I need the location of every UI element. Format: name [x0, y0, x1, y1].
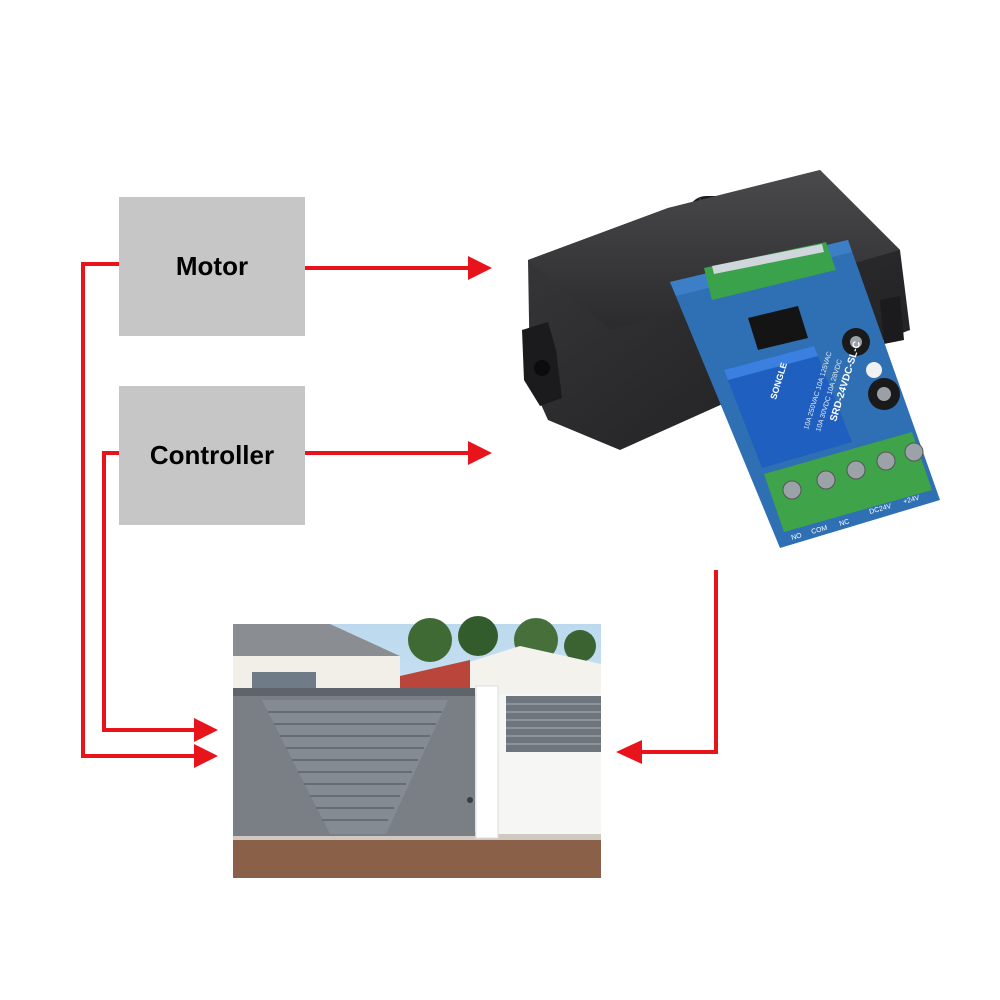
sliding-gate-icon — [233, 616, 601, 878]
terminal-label-nc: NC — [839, 518, 851, 528]
relay-to-gate-line — [640, 570, 718, 754]
controller-label: Controller — [149, 440, 275, 470]
motor-to-gate-line — [81, 262, 196, 758]
controller-box: Controller — [119, 386, 305, 525]
controller-to-gate-line — [102, 451, 196, 732]
motor-box: Motor — [119, 197, 305, 336]
red-arrow-icon — [194, 744, 218, 768]
terminal-label-com: COM — [811, 525, 829, 536]
red-arrow-icon — [468, 441, 492, 465]
terminal-label-no: NO — [791, 532, 804, 542]
terminal-label-pos: +24V — [903, 495, 921, 506]
motor-label: Motor — [175, 251, 249, 281]
pcb-board: SONGLE SRD-24VDC-SL-C 10A 250VAC 10A 125… — [670, 240, 940, 548]
rf-receiver-module — [704, 242, 836, 300]
connector-lines — [81, 262, 718, 758]
wireless-relay-module-icon: SONGLE SRD-24VDC-SL-C 10A 250VAC 10A 125… — [522, 170, 940, 548]
red-arrow-icon — [194, 718, 218, 742]
terminal-block: NO COM NC DC24V +24V — [764, 432, 932, 542]
red-arrow-icon — [616, 740, 642, 764]
red-arrow-icon — [468, 256, 492, 280]
ic-chip — [748, 306, 808, 350]
